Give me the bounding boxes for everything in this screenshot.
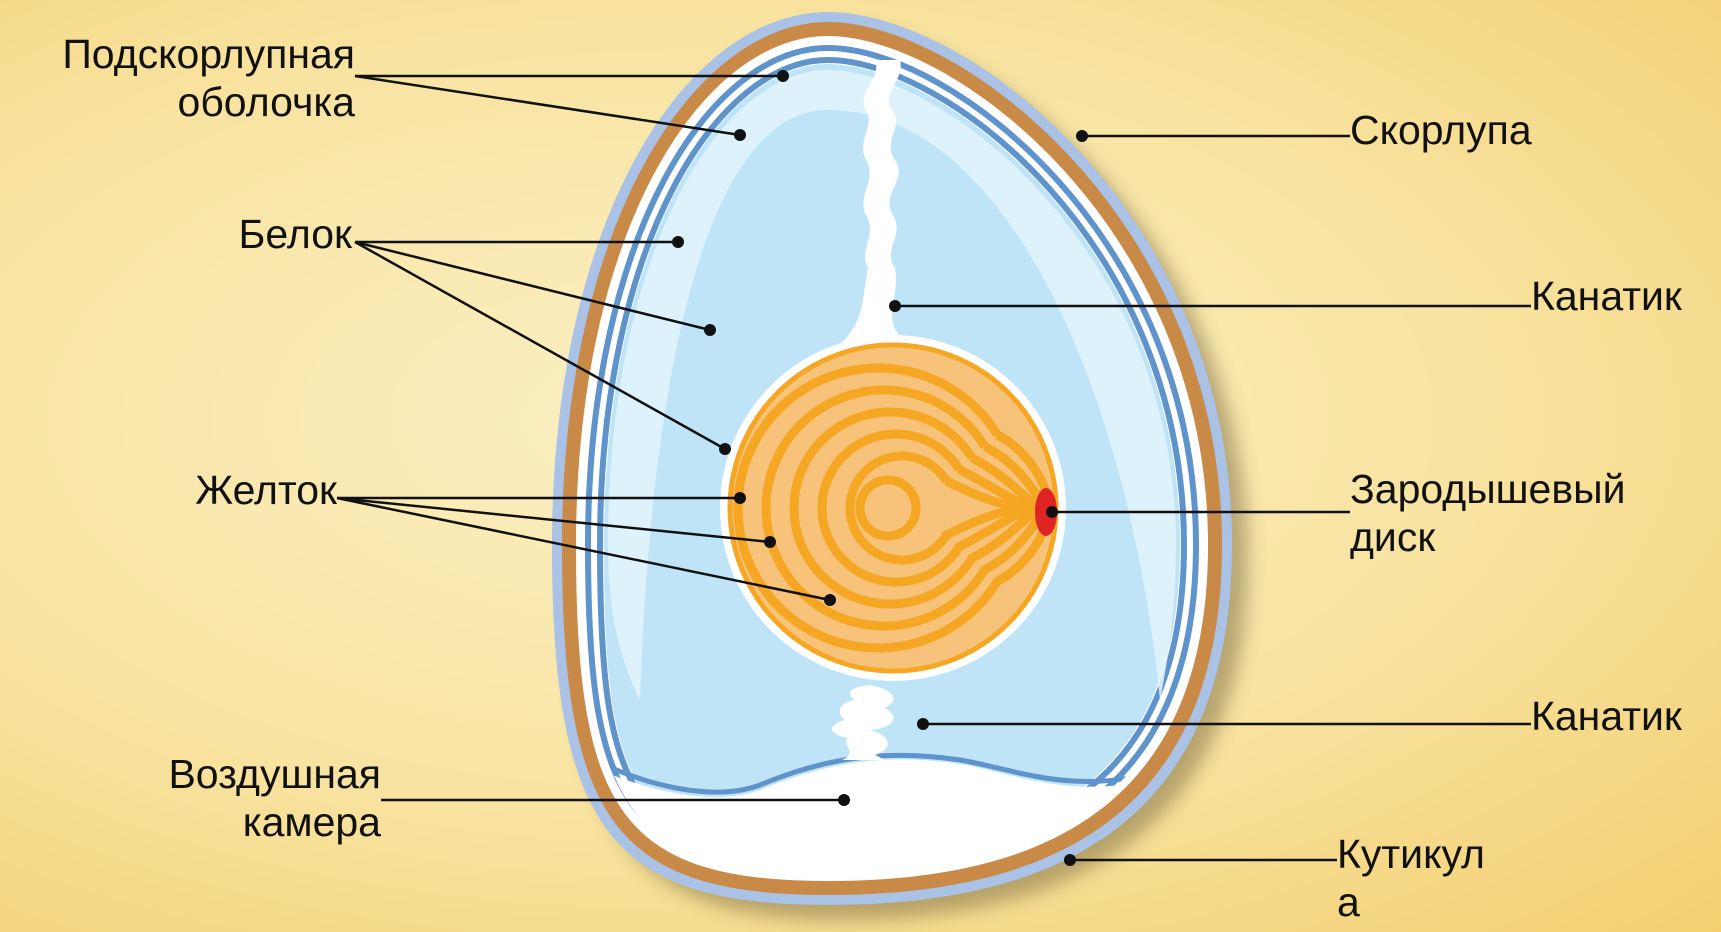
label-subshell-membrane: Подскорлупная оболочка [0, 30, 355, 126]
leader-dot [1064, 854, 1076, 866]
leader-dot [917, 718, 929, 730]
leader-dot [734, 492, 746, 504]
label-shell: Скорлупа [1350, 106, 1532, 154]
leader-dot [704, 324, 716, 336]
label-chalaza-bottom: Канатик [1531, 692, 1682, 740]
label-yolk: Желток [0, 466, 337, 514]
leader-dot [824, 594, 836, 606]
leader-dot [734, 129, 746, 141]
label-germinal-disc: Зародышевый диск [1350, 465, 1626, 561]
leader-dot [719, 443, 731, 455]
leader-dot [777, 70, 789, 82]
label-chalaza-top: Канатик [1531, 272, 1682, 320]
leader-dot [838, 794, 850, 806]
label-albumen: Белок [0, 210, 352, 258]
label-cuticle: Кутикул а [1337, 830, 1485, 926]
leader-dot [672, 236, 684, 248]
yolk-center [860, 480, 916, 536]
label-air-cell: Воздушная камера [0, 750, 381, 846]
leader-dot [1076, 130, 1088, 142]
leader-dot [889, 300, 901, 312]
leader-dot [764, 536, 776, 548]
leader-dot [1046, 506, 1058, 518]
